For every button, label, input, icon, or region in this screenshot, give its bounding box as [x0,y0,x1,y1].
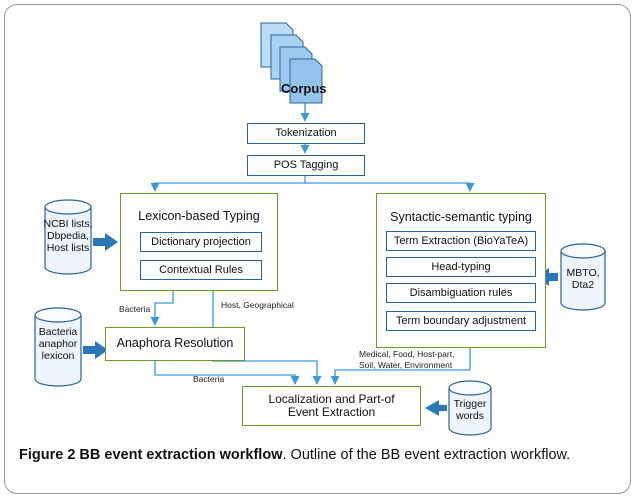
workflow-diagram [34,22,606,436]
term-extraction-box: Term Extraction (BioYaTeA) [386,231,536,251]
anaphora-resolution-box: Anaphora Resolution [105,327,245,361]
mbto-line: MBTO, [566,267,600,279]
bacteria-lexicon-cylinder [34,307,82,387]
pos-tagging-box: POS Tagging [247,155,365,176]
localization-line2: Event Extraction [287,405,376,419]
ncbi-lists-label: NCBI lists, Dbpedia, Host lists [39,218,97,254]
syntactic-typing-title: Syntactic-semantic typing [390,210,532,224]
dbpedia-line: Dbpedia, [46,230,90,243]
corpus-label: Corpus [281,81,327,96]
mbto-label: MBTO, Dta2 [557,267,609,291]
disambiguation-rules-box: Disambiguation rules [386,283,536,303]
edge-label-host-geo: Host, Geographical [221,300,294,310]
edge-label-bacteria-1: Bacteria [119,304,151,314]
localization-line1: Localization and Part-of [268,391,395,406]
ncbi-line: NCBI lists, [43,218,93,230]
figure-panel: Corpus Tokenization POS Tagging Lexicon-… [4,4,631,494]
mbto-cylinder [560,243,606,311]
edge-label-medical: Medical, Food, Host-part, Soil, Water, E… [359,349,454,370]
lexicon-typing-title: Lexicon-based Typing [138,209,260,223]
anaphor-line: anaphor [38,338,78,351]
trigger-line: Trigger [453,398,487,410]
resource-arrows [83,233,558,416]
ncbi-cylinder [44,199,92,275]
caption-text: . Outline of the BB event extraction wor… [282,447,571,463]
medical-line1: Medical, Food, Host-part, [359,349,455,359]
trigger-words-cylinder [448,380,492,436]
corpus-documents-icon [260,22,323,104]
medical-line2: Soil, Water, Environment [359,359,453,370]
bacteria-lexicon-label: Bacteria anaphor lexicon [31,326,85,362]
localization-box: Localization and Part-of Event Extractio… [242,386,421,426]
figure-caption: Figure 2 BB event extraction workflow. O… [19,446,619,466]
words-line: words [455,410,484,423]
tokenization-box: Tokenization [247,123,365,144]
caption-title: Figure 2 BB event extraction workflow [19,447,283,463]
bacteria-line: Bacteria [38,326,78,338]
term-boundary-box: Term boundary adjustment [386,311,536,331]
head-typing-box: Head-typing [386,257,536,277]
dta2-line: Dta2 [571,279,595,292]
lexicon-line: lexicon [41,350,75,363]
flow-arrows [150,103,475,385]
edge-label-bacteria-2: Bacteria [193,374,225,384]
trigger-words-label: Trigger words [446,398,494,422]
contextual-rules-box: Contextual Rules [140,260,262,280]
host-lists-line: Host lists [46,242,90,255]
dictionary-projection-box: Dictionary projection [140,232,262,252]
